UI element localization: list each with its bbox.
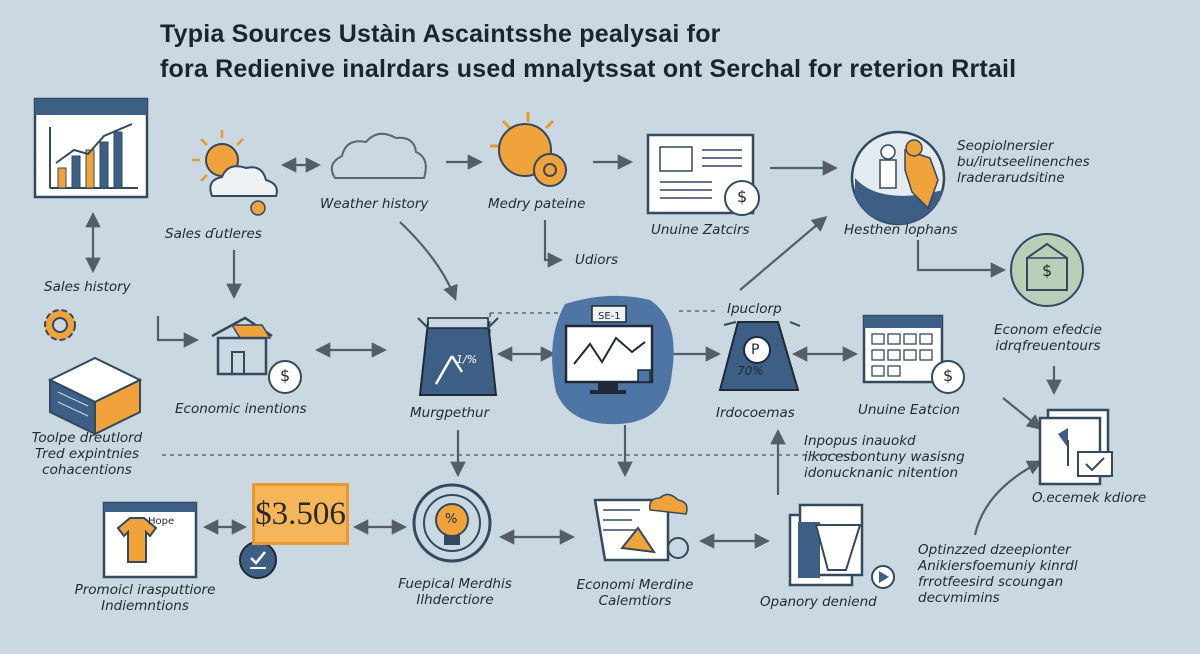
center-monitor-icon: [552, 295, 674, 425]
title-line-1: Typia Sources Ustàin Ascaintsshe pealysa…: [160, 20, 721, 48]
label-sales-factors: Sales ɗutleres: [165, 226, 262, 242]
arrow-globe-to-box: [916, 240, 1007, 278]
note-toolpe: Toolpe dreutlord Tred expintnies cohacen…: [18, 430, 156, 478]
note-toolpe-line: Tred expintnies: [34, 446, 140, 462]
label-udiors: Udiors: [575, 252, 619, 268]
cloud-icon: [330, 132, 427, 179]
doc-play-icon: [788, 503, 895, 589]
sun-cloud-icon: [192, 130, 278, 216]
globe-person-icon: [850, 130, 946, 226]
note-toolpe-line: Toolpe dreutlord: [31, 430, 143, 446]
note-economi-line: Economi Merdine: [576, 577, 694, 593]
label-o-ecemek: O.ecemek kdiore: [1032, 490, 1147, 506]
money-value-card: $3.506: [252, 483, 349, 545]
note-economi-merdine: Economi Merdine Calemtiors: [570, 577, 700, 609]
document-check-icon: [1038, 408, 1113, 486]
calendar-dollar-icon: [862, 314, 965, 394]
funnel-percent-text: 1/%: [456, 353, 478, 366]
newspaper-dollar-text: $: [737, 187, 748, 206]
note-promoicl: Promoicl irasputtiore Indiemntions: [55, 582, 235, 614]
note-promoicl-line: Promoicl irasputtiore: [74, 582, 216, 598]
percent-badge-text: 70%: [737, 364, 764, 378]
newspaper-dollar-icon: [646, 133, 760, 216]
box-dollar-text: $: [1042, 261, 1053, 280]
house-dollar-text: $: [280, 366, 291, 385]
note-inpopus-line: ilkocesbontuny wasisng: [804, 449, 965, 465]
note-optimized: Optinzzed dzeepionter Anikiersfoemuniy k…: [918, 542, 1078, 606]
label-economic-inentions: Economic inentions: [175, 401, 307, 417]
label-unuine-eatcion: Unuine Eatcion: [858, 402, 960, 418]
p-letter-text: P: [751, 342, 760, 358]
label-indoocemas: Irdocoemas: [716, 405, 795, 421]
label-opanory: Opanory deniend: [760, 594, 877, 610]
note-inpopus-line: idonucknanic nitention: [804, 465, 959, 481]
note-seop: Seopiolnersier bu/irutseelinenches lrade…: [957, 138, 1090, 186]
note-fuepical: Fuepical Merdhis Ilhderctiore: [385, 576, 525, 608]
dashed-guides: [162, 310, 852, 456]
sun-gear-icon: [490, 112, 567, 187]
label-hesthen-lophans: Hesthen lophans: [844, 222, 958, 238]
label-unuine-zatcirs: Unuine Zatcirs: [651, 222, 750, 238]
screen-cloud-icon: [593, 493, 689, 562]
funnel-right-icon: [718, 321, 801, 391]
arrow-to-zatcirs: [739, 216, 828, 291]
note-seop-line: bu/irutseelinenches: [957, 154, 1090, 170]
note-optimized-line: decvmimins: [918, 590, 1000, 606]
funnel-left-icon: [417, 317, 499, 396]
dollar-box-icon: [1010, 233, 1084, 307]
calendar-dollar-text: $: [943, 366, 954, 385]
price-badge-icon: [239, 541, 277, 579]
arrow-bottom-left-to-house: [156, 316, 200, 348]
hope-tag-text: Hope: [148, 516, 175, 527]
label-murgpethur: Murgpethur: [410, 405, 490, 421]
label-ipuclorp: Ipuclorp: [727, 301, 782, 317]
arrow-mood-udiors: [543, 220, 564, 268]
note-seop-line: lraderarudsitine: [957, 170, 1065, 186]
note-econom-line: Econom efedcie: [994, 322, 1102, 338]
sales-chart-icon: [33, 97, 149, 199]
percent-bulb-icon: [412, 483, 492, 563]
arrow-weather-to-funnel: [399, 221, 458, 301]
label-sales-history: Sales history: [44, 279, 131, 295]
note-econom-line: idrqfreuentours: [995, 338, 1101, 354]
note-inpopus: Inpopus inauokd ilkocesbontuny wasisng i…: [804, 433, 965, 481]
note-seop-line: Seopiolnersier: [957, 138, 1054, 154]
house-dollar-icon: [211, 316, 302, 394]
note-economi-line: Calemtiors: [598, 593, 672, 609]
note-inpopus-line: Inpopus inauokd: [804, 433, 916, 449]
label-medry-pateine: Medry pateine: [488, 196, 586, 212]
gear-icon: [44, 309, 76, 341]
note-promoicl-line: Indiemntions: [101, 598, 189, 614]
note-econom-efedcie: Econom efedcie idrqfreuentours: [982, 322, 1114, 354]
label-weather-history: Weather history: [320, 196, 429, 212]
note-optimized-line: frrotfeesird scoungan: [918, 574, 1064, 590]
boxes-icon: [47, 356, 143, 436]
note-optimized-line: Optinzzed dzeepionter: [918, 542, 1071, 558]
arrow-calendar-to-doc: [1002, 397, 1043, 430]
arrow-optimized-curve: [973, 460, 1043, 536]
note-fuepical-line: Ilhderctiore: [416, 592, 494, 608]
note-fuepical-line: Fuepical Merdhis: [398, 576, 512, 592]
shirt-frame-icon: [102, 501, 198, 579]
arrows: [85, 154, 1062, 549]
note-optimized-line: Anikiersfoemuniy kinrdl: [918, 558, 1078, 574]
title-line-2: fora Redienive inalrdars used mnalytssat…: [160, 55, 1017, 83]
bulb-percent-text: %: [445, 512, 458, 527]
note-toolpe-line: cohacentions: [42, 462, 132, 478]
center-sign-text: SE-1: [598, 311, 621, 322]
